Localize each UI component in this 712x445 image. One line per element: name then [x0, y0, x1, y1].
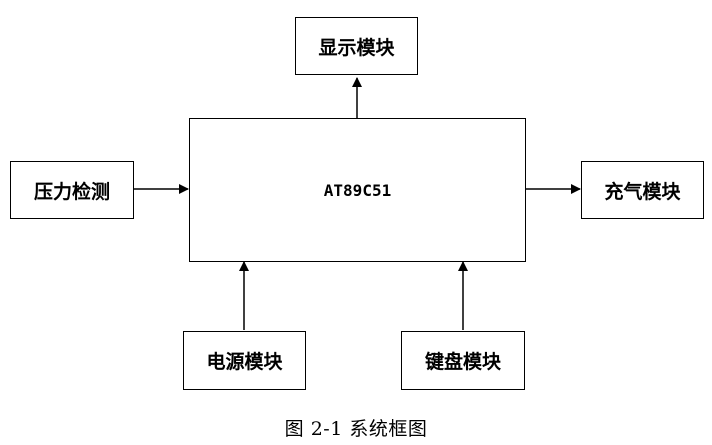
mcu-box: AT89C51 — [189, 118, 526, 262]
inflate-module-label: 充气模块 — [604, 180, 681, 203]
keyboard-module-box: 键盘模块 — [401, 331, 525, 390]
inflate-module-box: 充气模块 — [581, 161, 704, 219]
display-module-box: 显示模块 — [295, 17, 418, 75]
pressure-detect-box: 压力检测 — [10, 161, 134, 219]
keyboard-module-label: 键盘模块 — [424, 351, 501, 373]
figure-caption: 图 2-1 系统框图 — [284, 418, 428, 440]
power-module-label: 电源模块 — [206, 351, 283, 373]
display-module-label: 显示模块 — [318, 36, 395, 59]
pressure-detect-label: 压力检测 — [33, 180, 110, 203]
mcu-label: AT89C51 — [323, 180, 392, 200]
power-module-box: 电源模块 — [183, 331, 306, 390]
